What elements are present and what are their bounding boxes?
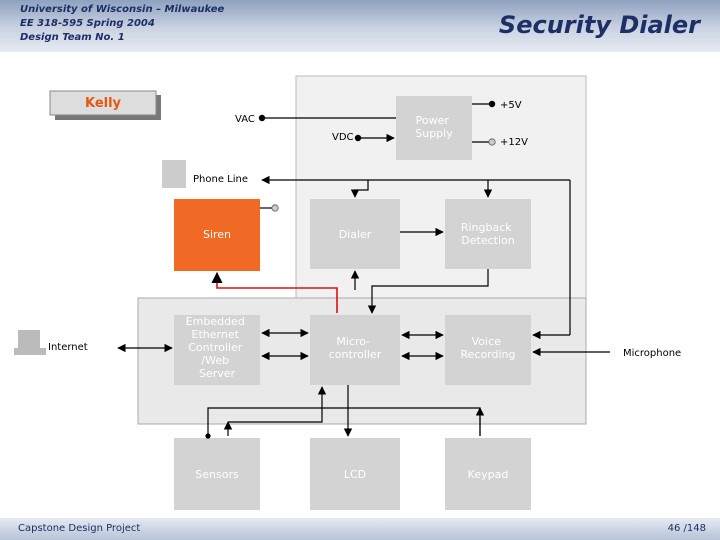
plus5v-dot [488, 100, 496, 108]
power-supply-block [396, 96, 472, 160]
header-course: EE 318-595 Spring 2004 [20, 18, 155, 29]
plus5v-label: +5V [500, 100, 522, 111]
ringback-detection-block [445, 199, 531, 269]
lcd-block [310, 438, 400, 510]
siren-label: Siren [203, 228, 231, 241]
microphone-label: Microphone [623, 348, 681, 359]
ethernet-controller-label: Embedded Ethernet Controller /Web Server [186, 315, 249, 380]
header-team: Design Team No. 1 [20, 32, 125, 43]
vdc-dot [354, 134, 362, 142]
slide-header: University of Wisconsin – Milwaukee EE 3… [0, 0, 720, 52]
vac-label: VAC [235, 114, 255, 125]
sensors-label: Sensors [195, 468, 239, 481]
microcontroller-block [310, 315, 400, 385]
plus12v-dot [488, 138, 496, 146]
slide-title: Security Dialer [498, 11, 700, 39]
siren-output-dot [271, 204, 279, 212]
computer-icon [14, 330, 46, 355]
micro-to-siren-wire [211, 271, 338, 313]
voice-recording-label: Voice Recording [460, 335, 515, 361]
voice-recording-block [445, 315, 531, 385]
sensors-bus-dot [205, 433, 211, 439]
keypad-label: Keypad [468, 468, 509, 481]
phone-to-dialer-wire [350, 180, 369, 198]
sensors-block [174, 438, 260, 510]
power-supply-label: Power Supply [415, 114, 453, 140]
connection-dots [205, 100, 496, 439]
header-university: University of Wisconsin – Milwaukee [20, 4, 225, 15]
sensors-to-micro-wire [228, 386, 327, 423]
footer-course-name: Capstone Design Project [18, 523, 141, 534]
vac-dot [258, 114, 266, 122]
vdc-label: VDC [332, 132, 354, 143]
lcd-label: LCD [344, 468, 366, 481]
wiring [117, 103, 610, 437]
dialer-block [310, 199, 400, 269]
keypad-block [445, 438, 531, 510]
slide-page-number: 46 /148 [667, 523, 706, 534]
kelly-badge [49, 90, 157, 116]
phone-jack-square [162, 160, 186, 188]
dialer-label: Dialer [339, 228, 372, 241]
ethernet-controller-block [174, 315, 260, 385]
ringback-to-micro-wire [367, 269, 489, 314]
ringback-detection-label: Ringback Detection [461, 221, 515, 247]
plus12v-label: +12V [500, 137, 528, 148]
internet-label: Internet [48, 342, 88, 353]
kelly-badge-label: Kelly [85, 96, 122, 111]
slide-footer: Capstone Design Project 46 /148 [0, 518, 720, 540]
microcontroller-label: Micro- controller [329, 335, 382, 361]
phone-line-label: Phone Line [193, 174, 248, 185]
siren-block [174, 199, 260, 271]
